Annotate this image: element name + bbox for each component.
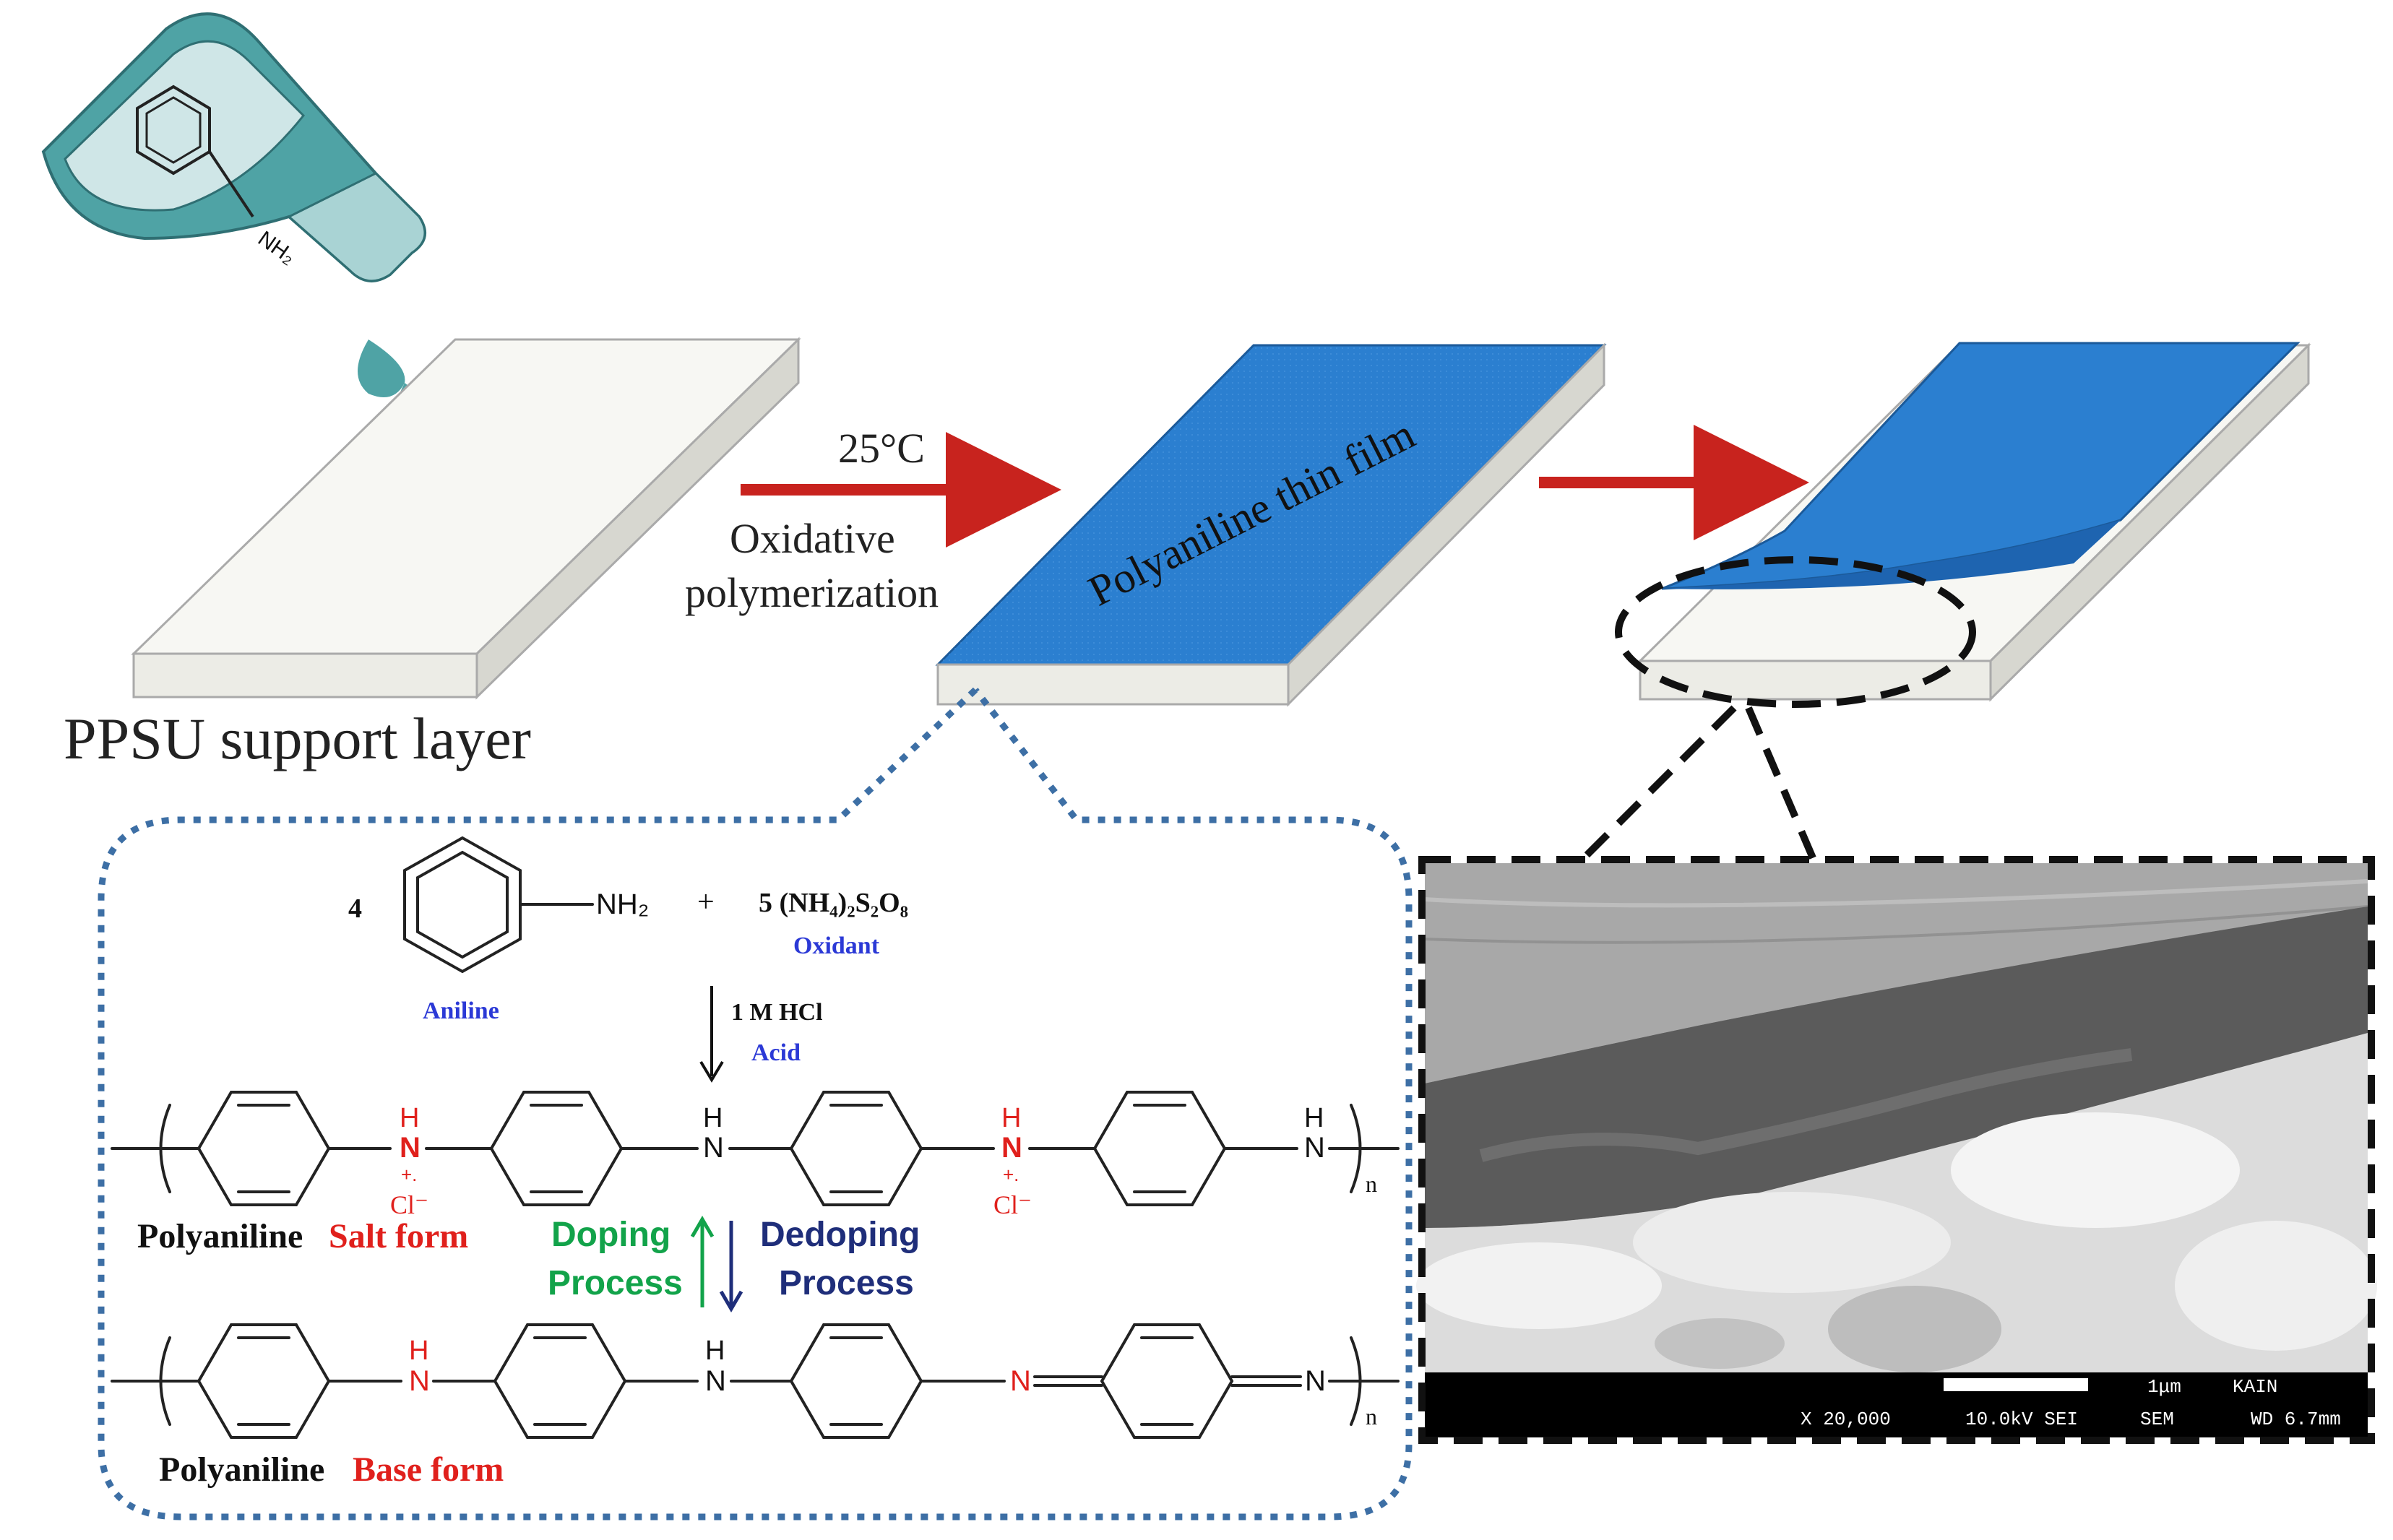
flask-nh2-label: NH₂ (254, 227, 300, 269)
base-subscript-n: n (1366, 1403, 1377, 1429)
polyaniline-film-slab (935, 342, 1607, 707)
peeled-film-slab (1637, 342, 2311, 702)
base-form-chain: H N H N N N n (111, 1323, 1400, 1439)
plus-sign: + (697, 886, 715, 919)
base-polyaniline-label: Polyaniline (159, 1450, 324, 1489)
salt-n4: N (1304, 1132, 1325, 1164)
sem-scale-label: 1μm (2147, 1376, 2181, 1398)
ppsu-support-slab (131, 337, 801, 700)
salt-subscript-n: n (1366, 1171, 1377, 1197)
base-n2: N (705, 1365, 726, 1397)
sem-micrograph (1416, 863, 2377, 1372)
sem-magnification: X 20,000 (1801, 1409, 1891, 1430)
zoom-line-left (1579, 705, 1737, 862)
zoom-ellipse (1615, 556, 1976, 708)
acid-label: Acid (751, 1039, 801, 1066)
base-n1: N (409, 1365, 430, 1397)
salt-n1-charge: +. (401, 1164, 417, 1185)
flask-icon: NH₂ (41, 12, 426, 282)
acid-concentration: 1 M HCl (731, 999, 823, 1026)
doping-label: Doping (551, 1216, 671, 1254)
base-n3: N (1010, 1365, 1031, 1397)
salt-n2-h: H (703, 1103, 723, 1133)
salt-polyaniline-label: Polyaniline (137, 1217, 303, 1255)
salt-n3-charge: +. (1003, 1164, 1019, 1185)
salt-n3-h: H (1001, 1103, 1021, 1133)
droplet-icon (358, 339, 405, 397)
doping-process-label: Process (548, 1264, 683, 1302)
base-n1-h: H (409, 1336, 428, 1366)
salt-cl2: Cl⁻ (993, 1190, 1032, 1219)
salt-n3: N (1001, 1132, 1022, 1164)
salt-form-chain: H N +. Cl⁻ H N H N +. Cl⁻ H N n (111, 1091, 1400, 1219)
base-form-label: Base form (353, 1450, 504, 1489)
sem-mode: SEM (2140, 1409, 2174, 1430)
reaction-callout-frame (98, 687, 1413, 1520)
oxidant-formula: 5 (NH₄)₂S₂O₈ (759, 888, 908, 918)
sem-info-bar (1425, 1372, 2368, 1437)
base-n2-h: H (705, 1336, 725, 1366)
oxidant-label: Oxidant (793, 933, 880, 959)
oxidative-label: Oxidative (730, 515, 895, 562)
sem-voltage: 10.0kV SEI (1965, 1409, 2078, 1430)
polymerization-label: polymerization (685, 569, 939, 616)
ppsu-support-label: PPSU support layer (64, 706, 531, 771)
salt-n1-h: H (400, 1103, 419, 1133)
aniline-reactant: 4 NH₂ Aniline (348, 836, 649, 1024)
salt-n4-h: H (1304, 1103, 1324, 1133)
aniline-label: Aniline (423, 998, 499, 1024)
base-n4: N (1305, 1365, 1326, 1397)
salt-n1: N (400, 1132, 421, 1164)
aniline-nh2: NH₂ (596, 888, 649, 920)
dedoping-process-label: Process (779, 1264, 914, 1302)
sem-dashed-frame (1418, 856, 2375, 1444)
sem-working-distance: WD 6.7mm (2251, 1409, 2341, 1430)
sem-lab-label: KAIN (2233, 1376, 2277, 1398)
salt-cl1: Cl⁻ (390, 1190, 428, 1219)
salt-n2: N (703, 1132, 724, 1164)
salt-form-label: Salt form (329, 1217, 468, 1255)
aniline-coefficient: 4 (348, 894, 362, 924)
zoom-line-right (1745, 706, 1817, 861)
dedoping-label: Dedoping (760, 1216, 920, 1254)
sem-scale-bar (1944, 1378, 2088, 1391)
temperature-label: 25°C (838, 425, 925, 472)
